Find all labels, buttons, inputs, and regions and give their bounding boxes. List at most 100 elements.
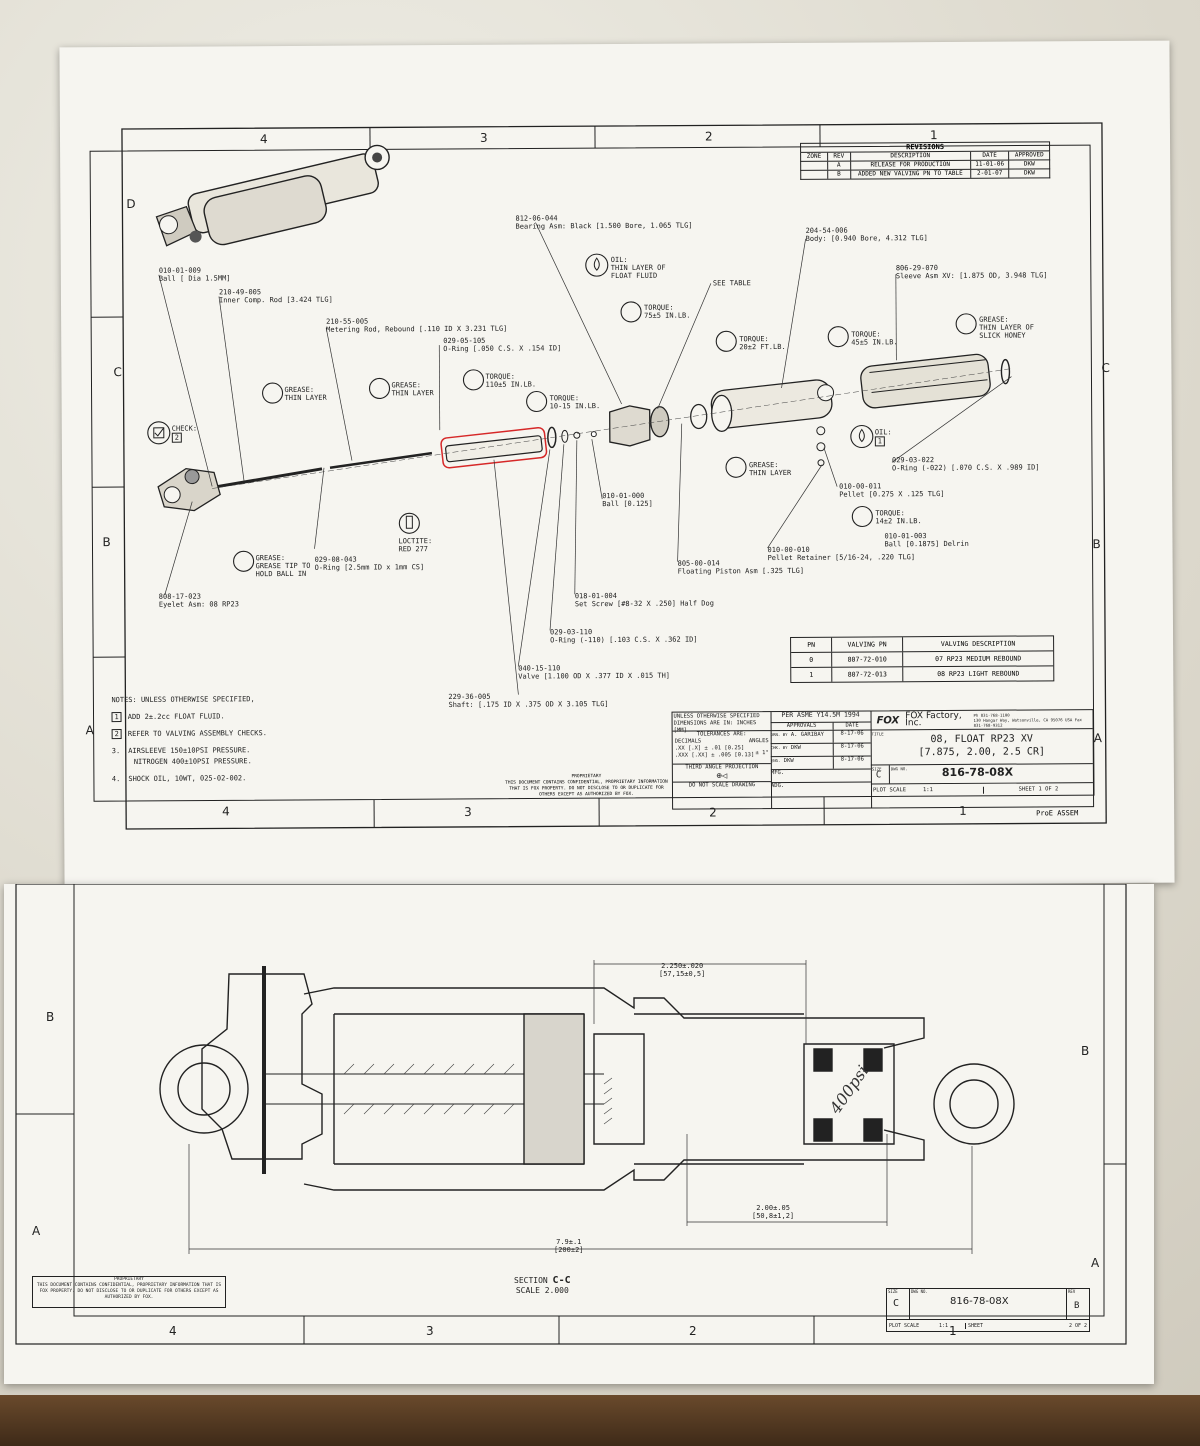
row-right-b: B	[1081, 1044, 1090, 1058]
exploded-view	[157, 353, 1012, 512]
dwg-cell: DWG NO.816-78-08X	[890, 764, 1093, 783]
rev-cell: DKW	[1023, 169, 1035, 177]
drn-date: 8-17-06	[840, 730, 864, 737]
callout-grease-4: GREASE:THIN LAYER	[749, 461, 791, 477]
shaft-part	[440, 426, 548, 469]
part-desc: Sleeve Asm XV: [1.875 OD, 3.948 TLG]	[895, 271, 1048, 281]
callout-grease-2: GREASE:THIN LAYER	[391, 381, 433, 397]
dimension-2250: 2.250±.020[57,15±0,5]	[659, 962, 705, 978]
row-right-c: C	[1101, 360, 1110, 376]
bearing-asm	[609, 405, 651, 447]
mfg-label: MFG.	[770, 769, 871, 784]
size-value: C	[893, 1298, 900, 1309]
part-desc: Bearing Asm: Black [1.500 Bore, 1.065 TL…	[515, 221, 693, 231]
rev-h-desc: DESCRIPTION	[850, 151, 971, 161]
floating-piston	[690, 403, 708, 430]
zone-top-4: 4	[259, 132, 268, 147]
note-number: 1	[111, 712, 122, 723]
sheet-label: SHEET	[965, 1322, 1048, 1329]
drawing-title-2: [7.875, 2.00, 2.5 CR]	[918, 746, 1046, 759]
part-desc: Shaft: [.175 ID X .375 OD X 3.105 TLG]	[448, 700, 609, 710]
dwg-number: 816-78-08X	[941, 765, 1014, 780]
part-desc: Ball [ Dia 1.5MM]	[158, 274, 231, 283]
rev-cell: 2-01-07	[970, 169, 1010, 178]
part-desc: O-Ring [2.5mm ID x 1mm CS]	[314, 563, 425, 572]
adg-label: ADG.	[770, 782, 785, 790]
dwg-cell: DWG NO.816-78-08X	[910, 1289, 1067, 1319]
valving-cell: 807-72-013	[832, 667, 904, 682]
rev-cell: DKW	[1023, 160, 1035, 168]
section-label: SECTION C-C SCALE 2.000	[514, 1276, 571, 1296]
valving-cell: 07 RP23 MEDIUM REBOUND	[935, 654, 1022, 664]
dimension-200: 2.00±.05[50,8±1,2]	[752, 1204, 794, 1220]
size-value: C	[875, 770, 882, 781]
callout-grease-5: GREASE:GREASE TIP TO HOLD BALL IN	[256, 554, 314, 578]
note-label: GREASE:	[391, 381, 422, 390]
grease-icon	[368, 377, 391, 399]
rev-cell: ADDED NEW VALVING PN TO TABLE	[850, 169, 971, 179]
projection-symbol-icon: ⊕◁	[716, 771, 728, 782]
part-desc: Metering Rod, Rebound [.110 ID X 3.231 T…	[326, 324, 508, 334]
valving-cell: 807-72-010	[832, 652, 904, 667]
oil-drop-icon	[585, 253, 609, 277]
drawing-title-row: TITLE 08, FLOAT RP23 XV [7.875, 2.00, 2.…	[870, 729, 1093, 766]
callout-grease-3: GREASE:THIN LAYER OF SLICK HONEY	[979, 315, 1043, 340]
row-left-b: B	[46, 1010, 55, 1024]
rev-cell: 11-01-06	[970, 160, 1010, 169]
rev-h-approved: APPROVED	[1014, 151, 1044, 159]
callout-torque-5: TORQUE:45±5 IN.LB.	[851, 330, 897, 346]
row-left-c: C	[113, 365, 122, 380]
section-scale: SCALE 2.000	[515, 1286, 569, 1295]
metering-rod	[329, 451, 433, 469]
torque-wrench-icon	[827, 326, 849, 348]
rev-value: B	[1074, 1301, 1080, 1311]
grease-icon	[955, 313, 977, 335]
torque-wrench-icon	[462, 369, 485, 391]
note-desc: 45±5 IN.LB.	[851, 338, 898, 347]
eng-name: DKW	[783, 757, 794, 764]
grease-icon	[233, 550, 255, 572]
torque-wrench-icon	[715, 330, 737, 352]
valving-h-desc: VALVING DESCRIPTION	[940, 639, 1016, 649]
zone-top-2: 2	[704, 129, 713, 144]
dim-value: 2.250±.020	[661, 962, 704, 970]
plot-scale: 1:1	[922, 786, 933, 793]
valving-table: PN VALVING PN VALVING DESCRIPTION 0 807-…	[790, 635, 1055, 683]
note-text: AIRSLEEVE 150±10PSI PRESSURE.	[128, 746, 251, 755]
row-right-b: B	[1092, 537, 1101, 552]
title-label: TITLE	[871, 731, 884, 737]
note-label: GREASE:	[748, 461, 779, 470]
valving-h-pn: PN	[791, 637, 833, 652]
valving-h-vpn: VALVING PN	[832, 637, 904, 652]
revisions-table: REVISIONS ZONE REV DESCRIPTION DATE APPR…	[800, 141, 1051, 180]
proprietary-box: PROPRIETARY THIS DOCUMENT CONTAINS CONFI…	[32, 1276, 226, 1308]
shock-section-view	[159, 966, 1015, 1191]
zone-bottom-3: 3	[426, 1324, 434, 1338]
dwg-label: DWG NO.	[911, 1289, 928, 1294]
title-block: UNLESS OTHERWISE SPECIFIED DIMENSIONS AR…	[671, 709, 1095, 810]
row-left-a: A	[32, 1224, 41, 1238]
tolerance-section: UNLESS OTHERWISE SPECIFIED DIMENSIONS AR…	[672, 712, 773, 809]
note-number: 2	[111, 729, 122, 740]
row-right-a: A	[1093, 731, 1102, 746]
zone-top-3: 3	[479, 130, 488, 145]
body-part	[710, 379, 835, 433]
zone-top-1: 1	[929, 128, 938, 143]
note-desc: THIN LAYER	[749, 468, 792, 478]
note-text: SHOCK OIL, 10WT, 025-02-002.	[128, 774, 247, 783]
note-text: ADD 2±.2cc FLOAT FLUID.	[127, 712, 225, 721]
